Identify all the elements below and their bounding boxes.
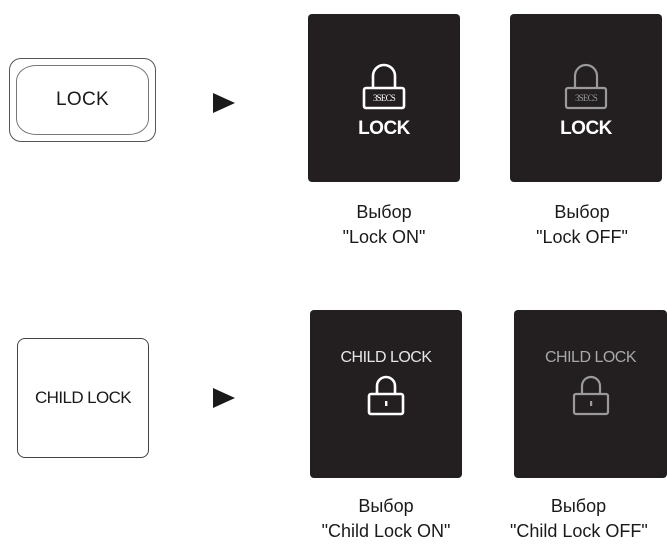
lock-panel-label: LOCK [358,118,410,139]
padlock-icon [362,63,406,110]
lock-off-caption: Выбор "Lock OFF" [506,200,658,250]
caption-line: "Lock OFF" [536,227,628,247]
lock-panel-label: LOCK [560,118,612,139]
caption-line: Выбор [550,496,607,516]
lock-button[interactable]: LOCK [9,58,156,142]
caption-line: "Child Lock ON" [321,521,451,541]
caption-line: "Lock ON" [342,227,426,247]
padlock-icon [564,63,608,110]
child-lock-on-caption: Выбор "Child Lock ON" [288,494,484,544]
arrow-right-icon [213,388,235,408]
lock-on-caption: Выбор "Lock ON" [308,200,460,250]
lock-button-label: LOCK [56,89,109,110]
caption-line: Выбор [358,496,414,516]
child-lock-on-panel: CHILD LOCK [310,310,462,478]
caption-line: "Child Lock OFF" [510,521,648,541]
padlock-icon [367,375,405,416]
lock-off-panel: 3SECS LOCK [510,14,662,182]
child-lock-off-caption: Выбор "Child Lock OFF" [496,494,667,544]
lock-badge-text: 3SECS [372,93,396,103]
child-lock-button[interactable]: CHILD LOCK [17,338,149,458]
caption-line: Выбор [356,202,412,222]
child-lock-panel-label: CHILD LOCK [544,349,637,366]
padlock-icon [572,375,610,416]
lock-badge-text: 3SECS [574,93,598,103]
caption-line: Выбор [554,202,610,222]
lock-on-panel: 3SECS LOCK [308,14,460,182]
child-lock-panel-label: CHILD LOCK [340,349,432,366]
child-lock-off-panel: CHILD LOCK [514,310,667,478]
child-lock-button-label: CHILD LOCK [34,388,132,407]
arrow-right-icon [213,93,235,113]
